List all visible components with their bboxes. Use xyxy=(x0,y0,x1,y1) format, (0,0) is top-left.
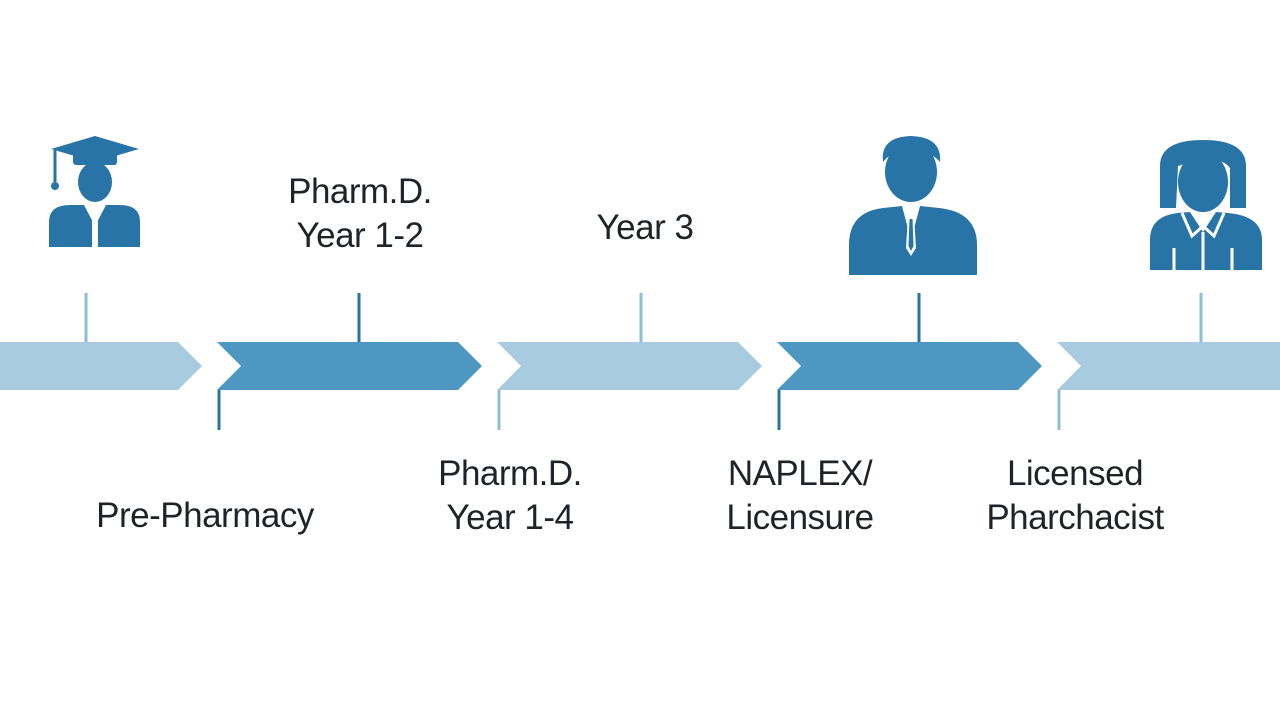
graduate-student-icon xyxy=(49,136,140,247)
stage-label-naplex-licensure: NAPLEX/ Licensure xyxy=(726,454,874,537)
stage-label-pharmd-year-1-2: Pharm.D. Year 1-2 xyxy=(288,172,432,255)
stage-segment-pharmd-year-1-2 xyxy=(217,342,482,390)
stage-segment-year-3 xyxy=(497,342,762,390)
connectors xyxy=(84,293,1203,430)
timeline-track xyxy=(0,342,1280,390)
female-professional-icon xyxy=(1150,140,1262,270)
male-professional-icon xyxy=(849,136,977,275)
stage-label-licensed-pharchacist: Licensed Pharchacist xyxy=(986,454,1164,537)
stage-label-pre-pharmacy: Pre-Pharmacy xyxy=(96,496,314,535)
stage-label-year-3: Year 3 xyxy=(596,208,694,247)
stage-label-pharmd-year-1-4: Pharm.D. Year 1-4 xyxy=(438,454,582,537)
stage-segment-licensed xyxy=(1057,342,1280,390)
stage-segment-naplex xyxy=(777,342,1042,390)
stage-segment-pre-pharmacy xyxy=(0,342,202,390)
